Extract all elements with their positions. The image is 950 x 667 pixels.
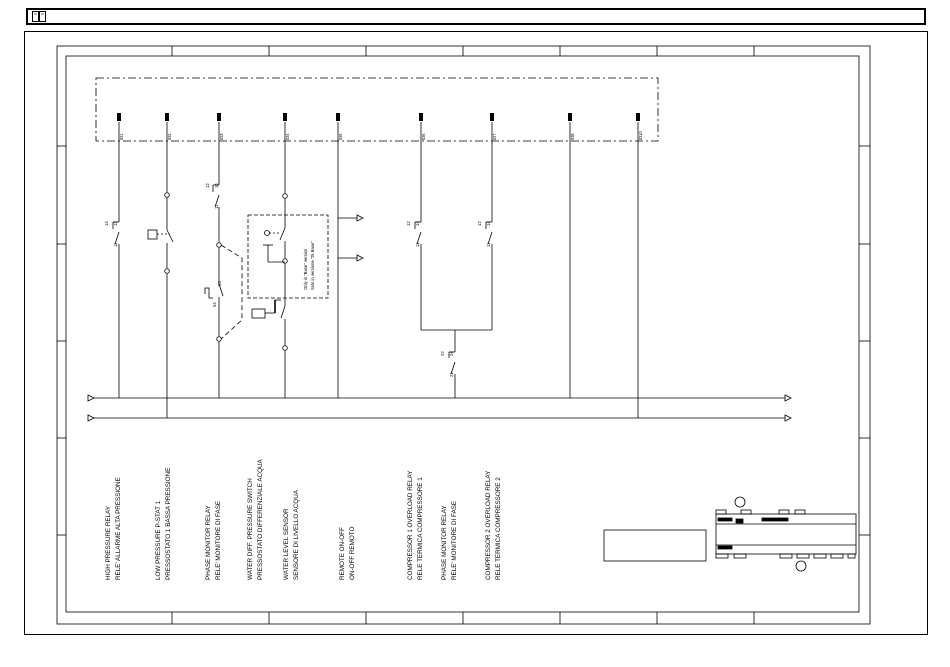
circuit-id1 [112, 122, 120, 398]
note-line-1: Only in "Base" version [303, 248, 308, 290]
terminal-id2 [165, 113, 169, 121]
contact-c3b-b-label: 54 [212, 302, 217, 307]
contact-c8-c-label: 21 [449, 372, 454, 377]
input-label-id3-2: RELE' MONITORE DI FASE [215, 501, 222, 580]
circuit-id5 [337, 122, 364, 398]
terminal-id3 [217, 113, 221, 121]
circuit-id6 [414, 122, 492, 398]
controller-device-icon [715, 496, 857, 572]
input-label-id7-2: RELE' MONITORE DI FASE [451, 501, 458, 580]
contact-c8-b-label: 24 [449, 351, 454, 356]
input-label-id6-1: COMPRESSOR 1 OVERLOAD RELAY [407, 470, 414, 580]
controller-board-box [95, 77, 659, 142]
circuit-id3 [204, 122, 243, 398]
terminal-label-id1: ID1 [119, 133, 124, 140]
terminal-label-id4: ID4 [285, 133, 290, 140]
terminal-id4 [283, 113, 287, 121]
input-label-id8-2: RELE TERMICA COMPRESSORE 2 [495, 477, 502, 580]
input-label-id6-2: RELE TERMICA COMPRESSORE 1 [417, 477, 424, 580]
terminal-id6 [419, 113, 423, 121]
terminal-id1 [117, 113, 121, 121]
contact-c1-nc-label: 12 [113, 221, 118, 226]
contact-c3a-c-label: 11 [214, 204, 219, 209]
title-block [603, 529, 707, 562]
note-line-2: Solo in versione "Di Base" [310, 241, 315, 290]
terminal-id8 [568, 113, 572, 121]
terminal-label-id8: ID8 [570, 133, 575, 140]
terminal-id5 [336, 113, 340, 121]
inner-border [65, 55, 860, 613]
contact-c3b-a-label: 53 [217, 281, 222, 286]
drawing-frame [24, 31, 928, 635]
contact-c7-c-label: 11 [486, 242, 491, 247]
contact-c3a-b-label: 14 [214, 183, 219, 188]
zone-ticks [57, 46, 870, 624]
terminal-id7 [490, 113, 494, 121]
terminal-id10 [636, 113, 640, 121]
terminal-label-id3: ID3 [219, 133, 224, 140]
input-label-id1-1: HIGH PRESSURE RELAY [105, 505, 112, 580]
contact-c6-c-label: 11 [415, 242, 420, 247]
circuit-id2 [147, 122, 174, 418]
input-label-id2-2: PRESSOSTATO 1 BASSA PRESSIONE [165, 468, 172, 580]
top-toolbar [26, 8, 926, 25]
contact-c1-no-label: 14 [104, 221, 109, 226]
terminal-label-id7: ID7 [492, 133, 497, 140]
input-label-id2-1: LOW PRESSURE P-STAT 1 [155, 500, 162, 580]
contact-c7-a-label: 12 [477, 221, 482, 226]
input-label-id4-1: WATER DIFF. PRESSURE SWITCH [247, 478, 254, 580]
contact-c1-com-label: 11 [113, 242, 118, 247]
circuit-id4 [247, 122, 329, 398]
input-label-id5-2: ON-OFF REMOTO [349, 526, 356, 580]
sheet-border [56, 45, 871, 625]
input-label-id5-1: REMOTE ON-OFF [339, 527, 346, 580]
book-icon[interactable] [32, 11, 46, 22]
contact-c6-a-label: 12 [406, 221, 411, 226]
terminal-label-id10: ID10 [638, 130, 643, 140]
input-label-id4-3: WATER LEVEL SENSOR [283, 508, 290, 580]
input-label-id7-1: PHASE MONITOR RELAY [441, 505, 448, 580]
input-label-id1-2: RELE' ALLARME ALTA PRESSIONE [115, 477, 122, 580]
input-label-id8-1: COMPRESSOR 2 OVERLOAD RELAY [485, 470, 492, 580]
input-label-id4-4: SENSORE DI LIVELLO ACQUA [293, 489, 300, 580]
contact-c3a-a-label: 12 [205, 183, 210, 188]
terminal-label-id6: ID6 [421, 133, 426, 140]
contact-c8-a-label: 22 [440, 351, 445, 356]
contact-c7-b-label: 14 [486, 221, 491, 226]
terminal-label-id5: ID5 [338, 133, 343, 140]
input-label-id4-2: PRESSOSTATO DIFFERENZIALE ACQUA [257, 458, 264, 580]
input-label-id3-1: PHASE MONITOR RELAY [205, 505, 212, 580]
circuit-id7 [485, 122, 493, 330]
terminal-label-id2: ID2 [167, 133, 172, 140]
contact-c6-b-label: 14 [415, 221, 420, 226]
